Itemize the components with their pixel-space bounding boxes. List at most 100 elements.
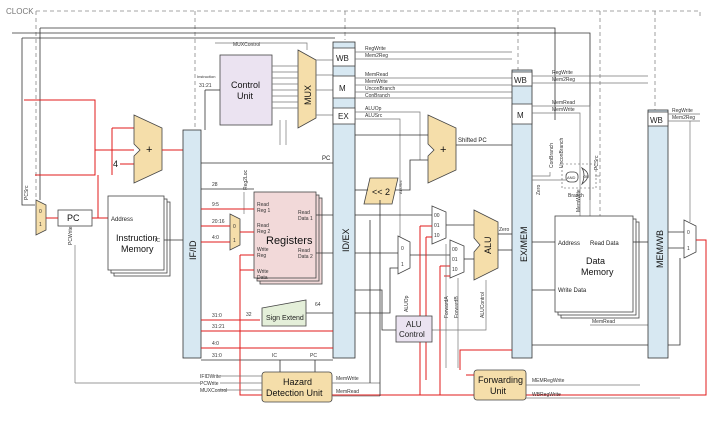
data-memory xyxy=(554,215,634,313)
svg-text:PC: PC xyxy=(310,353,317,359)
svg-text:IF/ID: IF/ID xyxy=(188,240,198,260)
clock-line xyxy=(36,10,701,18)
svg-text:MemWrite: MemWrite xyxy=(576,189,582,212)
svg-text:ALUControl: ALUControl xyxy=(480,292,486,318)
svg-text:PCWrite: PCWrite xyxy=(200,381,219,387)
svg-text:Branch: Branch xyxy=(568,193,584,199)
svg-text:ALU: ALU xyxy=(483,236,493,254)
svg-text:RegWrite: RegWrite xyxy=(672,108,693,114)
svg-text:Read Data: Read Data xyxy=(590,241,619,247)
svg-text:Reg: Reg xyxy=(257,253,266,259)
if-id-register xyxy=(182,129,202,359)
constant-four: 4 xyxy=(113,159,118,169)
svg-text:MemWrite: MemWrite xyxy=(336,376,359,382)
svg-text:64: 64 xyxy=(315,302,321,308)
forward-a-mux xyxy=(431,205,447,245)
svg-text:IC: IC xyxy=(155,238,160,244)
svg-text:Registers: Registers xyxy=(266,235,313,247)
svg-text:<< 2: << 2 xyxy=(372,187,390,197)
svg-text:Read: Read xyxy=(298,248,310,254)
writeback-mux xyxy=(683,219,697,259)
svg-text:Data 2: Data 2 xyxy=(298,254,313,260)
svg-text:31:21: 31:21 xyxy=(212,324,225,330)
svg-text:ConBranch: ConBranch xyxy=(365,93,390,99)
svg-text:Shifted PC: Shifted PC xyxy=(458,138,487,144)
svg-text:1: 1 xyxy=(401,262,404,268)
svg-text:RegWrite: RegWrite xyxy=(552,70,573,76)
svg-text:Mem2Reg: Mem2Reg xyxy=(552,77,575,83)
svg-text:PC: PC xyxy=(322,156,331,162)
svg-text:ALUOp: ALUOp xyxy=(404,295,410,312)
svg-text:Instruction: Instruction xyxy=(116,233,158,243)
shift-left-2 xyxy=(363,177,399,205)
svg-text:WBRegWrite: WBRegWrite xyxy=(532,392,561,398)
svg-text:IC: IC xyxy=(272,353,277,359)
svg-text:Zero: Zero xyxy=(536,185,542,196)
svg-text:Read: Read xyxy=(298,210,310,216)
svg-text:MEMRegWrite: MEMRegWrite xyxy=(532,378,565,384)
svg-text:MemRead: MemRead xyxy=(552,100,575,106)
svg-text:PC: PC xyxy=(67,213,80,223)
svg-text:AND: AND xyxy=(567,175,576,180)
pc-adder xyxy=(133,114,163,184)
svg-text:ID/EX: ID/EX xyxy=(341,228,351,252)
svg-text:PCSrc: PCSrc xyxy=(594,155,600,170)
forward-b-mux xyxy=(449,239,465,279)
svg-text:Read: Read xyxy=(257,202,269,208)
and-gate xyxy=(565,171,579,183)
svg-text:Data: Data xyxy=(257,275,268,281)
svg-text:Address: Address xyxy=(558,241,580,247)
svg-text:Reg 1: Reg 1 xyxy=(257,208,271,214)
control-unit xyxy=(219,54,273,126)
svg-text:MemRead: MemRead xyxy=(592,319,615,325)
svg-text:0: 0 xyxy=(233,224,236,230)
svg-text:MemRead: MemRead xyxy=(365,72,388,78)
mem-wb-register xyxy=(647,109,669,359)
svg-text:+: + xyxy=(440,144,446,156)
svg-text:UnconBranch: UnconBranch xyxy=(365,86,396,92)
svg-text:WB: WB xyxy=(650,116,663,125)
svg-text:Detection Unit: Detection Unit xyxy=(266,388,323,398)
svg-text:31:21: 31:21 xyxy=(199,83,212,89)
svg-text:WB: WB xyxy=(514,76,527,85)
svg-text:EX/MEM: EX/MEM xyxy=(519,226,529,262)
svg-text:Mem2Reg: Mem2Reg xyxy=(365,53,388,59)
svg-text:Write: Write xyxy=(257,247,269,253)
svg-text:Control: Control xyxy=(399,330,425,339)
svg-text:4:0: 4:0 xyxy=(212,341,219,347)
svg-text:10: 10 xyxy=(452,267,458,273)
svg-text:Unit: Unit xyxy=(237,91,254,101)
svg-text:Address: Address xyxy=(111,217,133,223)
instruction-memory xyxy=(107,195,165,271)
svg-text:MUXControl: MUXControl xyxy=(233,42,260,48)
alusrc-mux xyxy=(397,235,411,275)
alu xyxy=(473,209,499,281)
svg-text:PCSrc: PCSrc xyxy=(24,185,30,200)
svg-text:ConBranch: ConBranch xyxy=(549,143,555,168)
reg2loc-mux xyxy=(229,213,241,251)
svg-text:01: 01 xyxy=(434,223,440,229)
svg-text:9:5: 9:5 xyxy=(212,202,219,208)
svg-text:1: 1 xyxy=(233,238,236,244)
svg-text:0: 0 xyxy=(401,246,404,252)
svg-text:20:16: 20:16 xyxy=(212,219,225,225)
svg-text:Memory: Memory xyxy=(581,267,614,277)
svg-text:10: 10 xyxy=(434,233,440,239)
svg-text:+: + xyxy=(146,144,152,156)
svg-text:M: M xyxy=(517,111,524,120)
svg-text:01: 01 xyxy=(452,257,458,263)
svg-text:00: 00 xyxy=(434,213,440,219)
svg-text:UnconBranch: UnconBranch xyxy=(559,137,565,168)
svg-text:Memory: Memory xyxy=(121,244,154,254)
svg-text:ForwardB: ForwardB xyxy=(454,296,460,318)
svg-text:0: 0 xyxy=(39,209,42,215)
svg-text:Write: Write xyxy=(257,269,269,275)
svg-text:Forwarding: Forwarding xyxy=(478,375,523,385)
svg-text:PCWrite: PCWrite xyxy=(68,226,74,245)
svg-text:0: 0 xyxy=(687,230,690,236)
branch-adder xyxy=(427,114,457,184)
svg-text:RegWrite: RegWrite xyxy=(365,46,386,52)
svg-text:31:0: 31:0 xyxy=(212,353,222,359)
register-file xyxy=(253,191,317,279)
hazard-detection-unit xyxy=(261,371,333,403)
